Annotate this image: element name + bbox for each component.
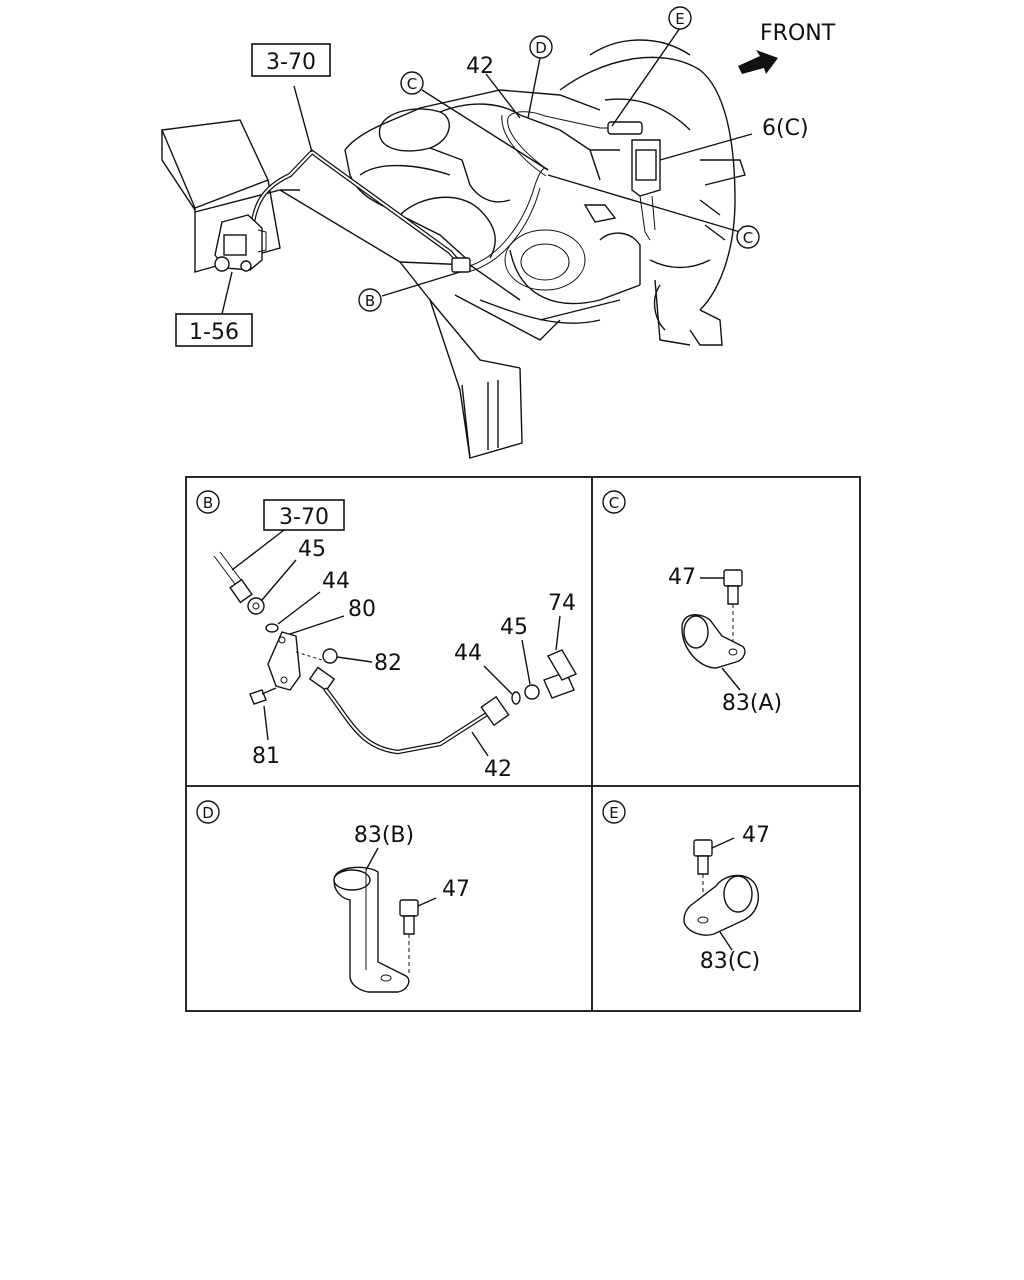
detail-panel-e: E 47 83(C) xyxy=(602,800,770,974)
detail-panel-c: C 47 83(A) xyxy=(602,490,782,716)
svg-text:B: B xyxy=(203,494,213,512)
panel-b-ref-label: 3-70 xyxy=(279,505,329,530)
svg-text:C: C xyxy=(407,75,417,93)
ref-label-1-56: 1-56 xyxy=(189,320,239,345)
callout-c-right: C xyxy=(736,225,760,249)
panel-d-label-83b: 83(B) xyxy=(354,823,414,848)
ref-box-1-56 xyxy=(175,313,253,347)
panel-e-title: E xyxy=(602,800,626,824)
panel-b-ref-box xyxy=(263,499,345,531)
panel-b-label-82: 82 xyxy=(374,651,402,676)
clutch-booster xyxy=(214,214,267,315)
svg-text:C: C xyxy=(743,229,753,247)
callout-b: B xyxy=(358,288,382,312)
panel-b-label-80: 80 xyxy=(348,597,376,622)
panel-c-label-47: 47 xyxy=(668,565,696,590)
transmission-housing xyxy=(559,39,746,346)
svg-text:E: E xyxy=(675,10,684,28)
detail-panel-b: B 3-70 45 44 80 82 81 xyxy=(196,490,578,782)
chassis-frame xyxy=(160,119,561,459)
panel-b-label-45-bottom: 45 xyxy=(500,615,528,640)
callout-c-top: C xyxy=(400,71,424,95)
panel-b-label-74: 74 xyxy=(548,591,576,616)
panel-b-label-42: 42 xyxy=(484,757,512,782)
part-label-6c: 6(C) xyxy=(762,116,809,141)
detail-panel-d: D 83(B) 47 xyxy=(196,800,470,993)
svg-text:E: E xyxy=(609,804,618,822)
svg-text:B: B xyxy=(365,292,375,310)
panel-b-label-44-top: 44 xyxy=(322,569,350,594)
ref-label-3-70: 3-70 xyxy=(266,50,316,75)
leader-lines-main xyxy=(381,27,753,297)
svg-text:D: D xyxy=(535,39,547,57)
panel-c-label-83a: 83(A) xyxy=(722,691,782,716)
part-label-42: 42 xyxy=(466,54,494,79)
callout-d: D xyxy=(529,35,553,59)
clutch-pipe-main xyxy=(249,85,643,273)
svg-text:C: C xyxy=(609,494,619,512)
svg-text:D: D xyxy=(202,804,214,822)
panel-b-title: B xyxy=(196,490,220,514)
panel-b-label-44-bottom: 44 xyxy=(454,641,482,666)
bracket-6c xyxy=(631,139,661,241)
front-label: FRONT xyxy=(760,21,836,46)
panel-b-label-45-top: 45 xyxy=(298,537,326,562)
panel-e-label-47: 47 xyxy=(742,823,770,848)
panel-c-title: C xyxy=(602,490,626,514)
panel-d-title: D xyxy=(196,800,220,824)
panel-d-label-47: 47 xyxy=(442,877,470,902)
callout-e: E xyxy=(668,6,692,30)
main-assembly-view: FRONT 3-70 1-56 42 6(C) D E C C B xyxy=(160,6,836,459)
engine-block xyxy=(344,89,641,324)
panel-b-label-81: 81 xyxy=(252,744,280,769)
front-arrow-icon xyxy=(738,50,778,74)
panel-e-label-83c: 83(C) xyxy=(700,949,761,974)
ref-box-3-70 xyxy=(251,43,331,77)
detail-panels-frame xyxy=(185,476,861,1012)
